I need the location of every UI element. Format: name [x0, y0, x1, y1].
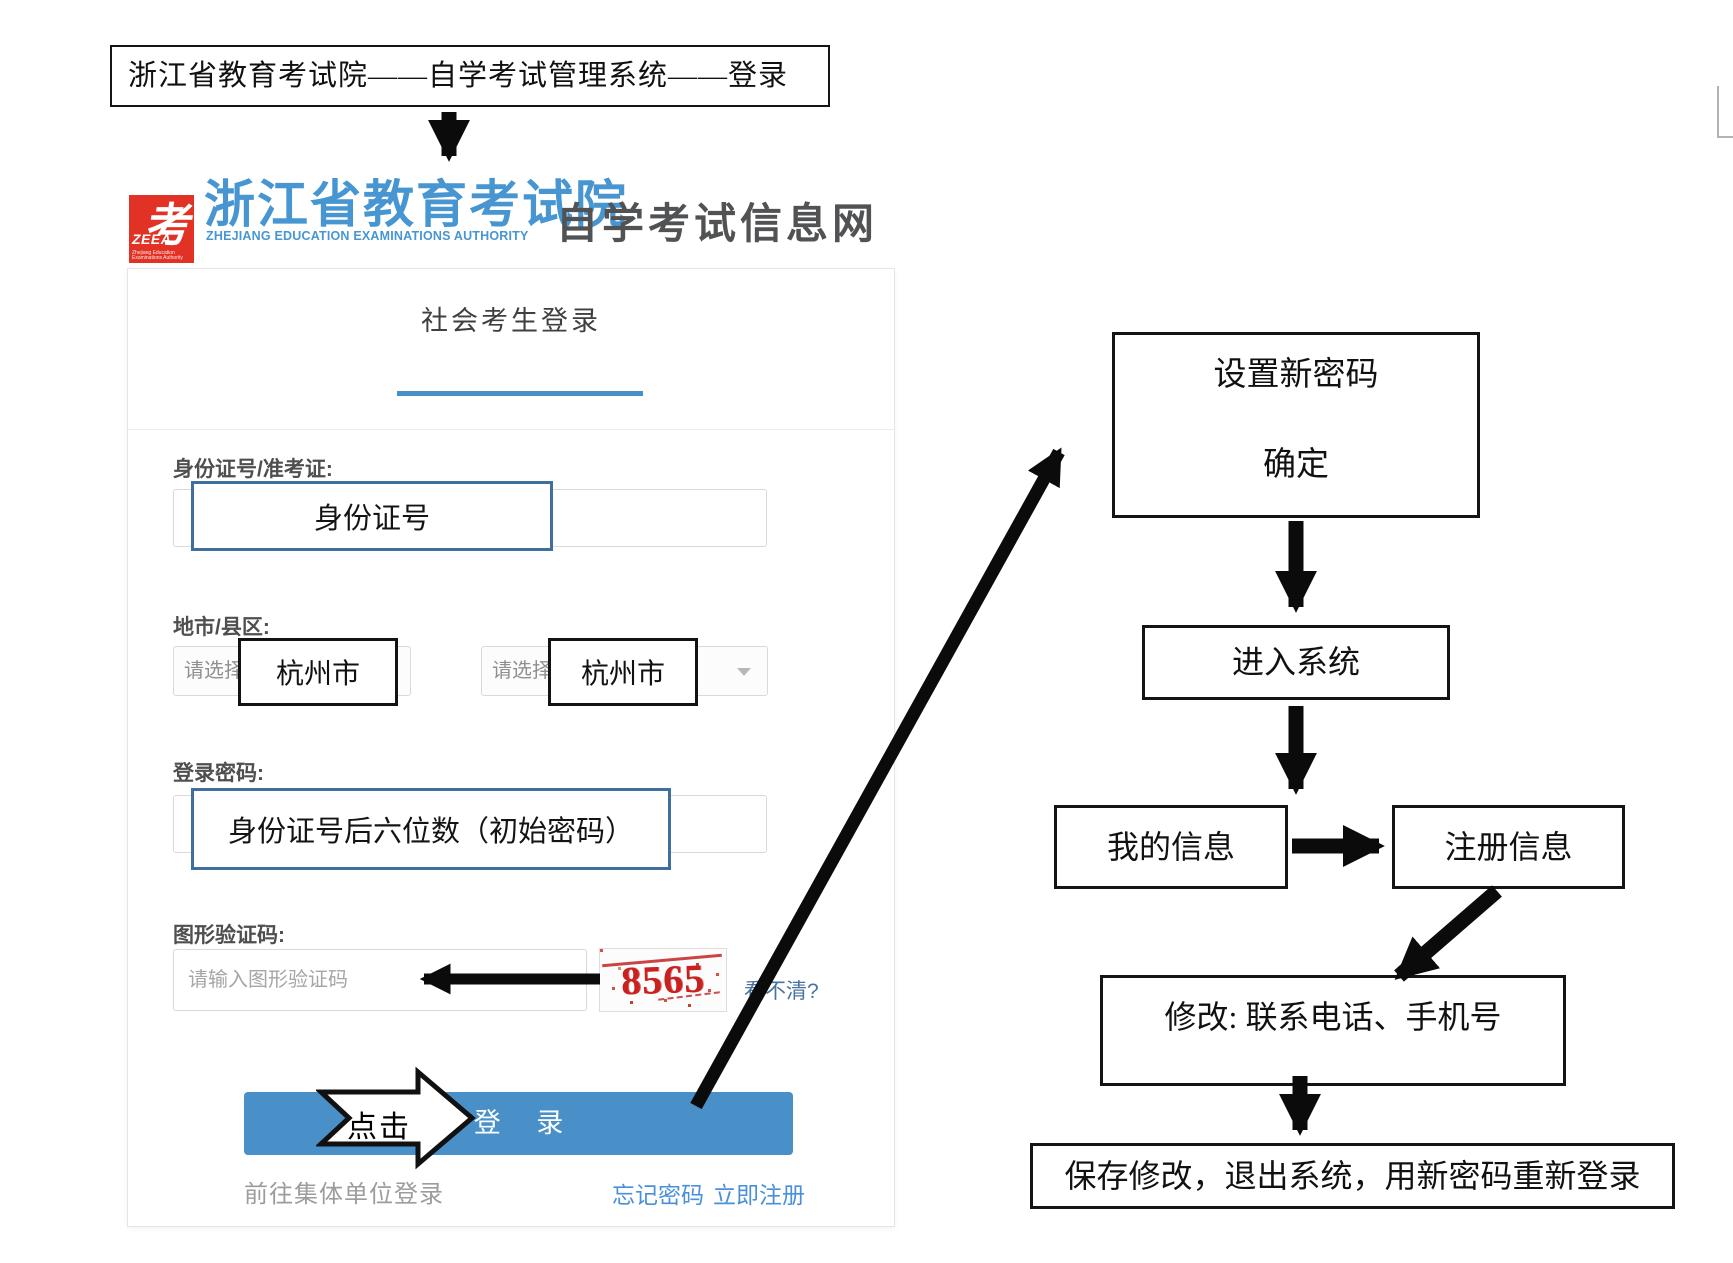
- password-annotation-box: 身份证号后六位数（初始密码）: [191, 788, 671, 870]
- cropped-corner-mark: [1717, 86, 1733, 138]
- flow-box-enter-system: 进入系统: [1142, 625, 1450, 700]
- click-callout: 点击: [316, 1066, 478, 1170]
- captcha-image[interactable]: 8565: [599, 948, 727, 1012]
- chevron-right-banner-icon: [316, 1066, 476, 1170]
- group-login-link[interactable]: 前往集体单位登录: [244, 1181, 444, 1208]
- id-annotation-box: 身份证号: [191, 481, 553, 551]
- flow-text: 修改: 联系电话、手机号: [1164, 999, 1502, 1035]
- click-callout-label: 点击: [347, 1111, 411, 1144]
- flow-box-my-info: 我的信息: [1054, 805, 1288, 889]
- site-name: 自学考试信息网: [556, 202, 879, 248]
- region-label: 地市/县区:: [173, 616, 270, 639]
- flow-text: 设置新密码: [1213, 357, 1379, 393]
- org-name-en: ZHEJIANG EDUCATION EXAMINATIONS AUTHORIT…: [206, 229, 529, 243]
- city-annotation-box: 杭州市: [238, 638, 398, 706]
- id-label: 身份证号/准考证:: [173, 458, 333, 481]
- register-link[interactable]: 立即注册: [713, 1182, 805, 1208]
- flow-box-set-password: 设置新密码 确定: [1112, 332, 1480, 518]
- forgot-password-link[interactable]: 忘记密码: [612, 1182, 704, 1208]
- tab-social-candidate-login[interactable]: 社会考生登录: [421, 306, 601, 336]
- arrow-registerinfo-to-modify-icon: [1394, 885, 1502, 982]
- flow-box-modify: 修改: 联系电话、手机号: [1100, 975, 1566, 1086]
- flow-box-register-info: 注册信息: [1392, 805, 1625, 889]
- captcha-label: 图形验证码:: [173, 924, 285, 947]
- zeea-acronym: ZEEA: [132, 231, 172, 247]
- password-label: 登录密码:: [173, 762, 264, 785]
- card-divider: [128, 429, 894, 430]
- district-annotation-box: 杭州市: [548, 638, 698, 706]
- district-select-placeholder: 请选择: [492, 660, 552, 682]
- captcha-refresh-link[interactable]: 看不清?: [744, 980, 819, 1003]
- logo-badge: 考 ZEEA Zhejiang Education Examinations A…: [129, 195, 194, 263]
- city-select-placeholder: 请选择: [184, 660, 244, 682]
- captcha-noise: [600, 949, 603, 952]
- tab-underline: [397, 391, 643, 396]
- flow-box-save-exit: 保存修改，退出系统，用新密码重新登录: [1030, 1143, 1675, 1209]
- org-name-cn: 浙江省教育考试院: [204, 176, 629, 233]
- login-card: 社会考生登录 身份证号/准考证: 地市/县区: 请选择 请选择 登录密码: 图形…: [127, 268, 895, 1227]
- captcha-input[interactable]: [173, 949, 587, 1011]
- badge-subtext: Zhejiang Education Examinations Authorit…: [132, 250, 183, 261]
- flow-text: 确定: [1263, 447, 1329, 483]
- chevron-down-icon: [737, 668, 751, 676]
- title-banner: 浙江省教育考试院——自学考试管理系统——登录: [110, 45, 830, 107]
